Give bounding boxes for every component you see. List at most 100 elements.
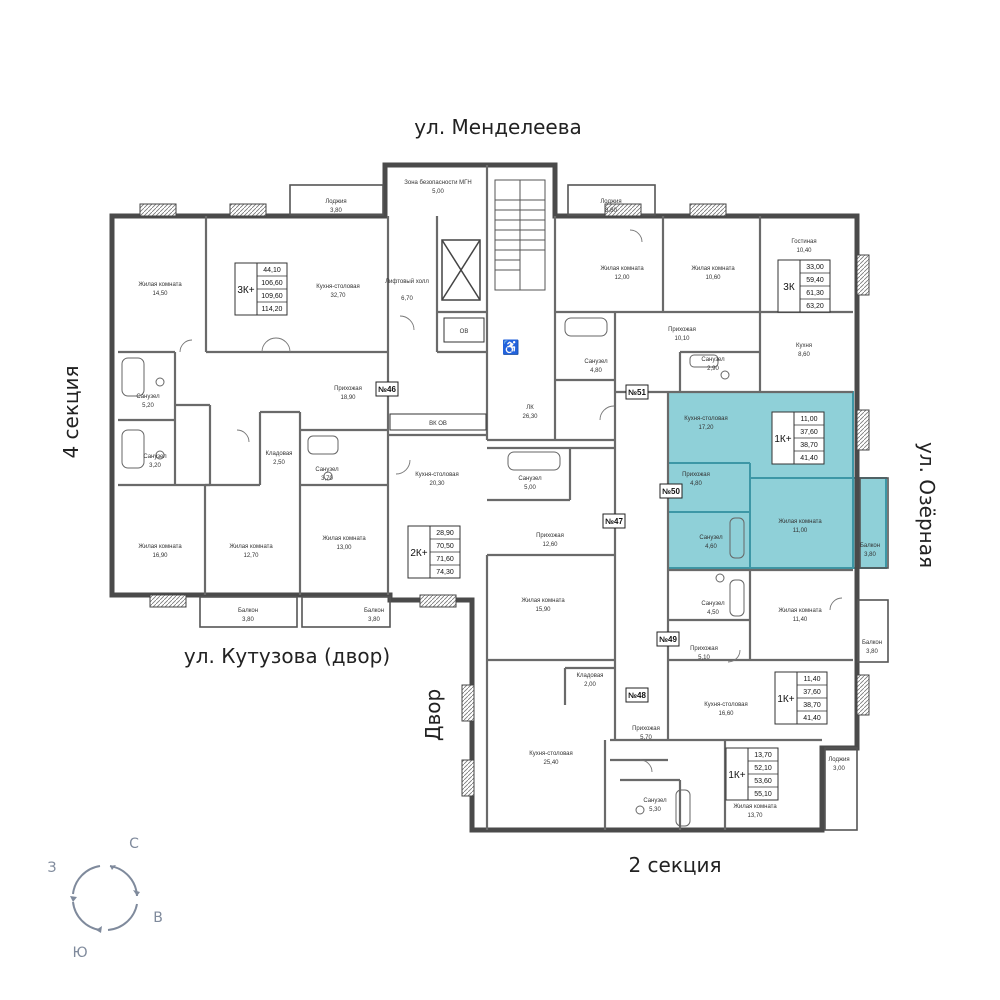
svg-text:13,70: 13,70	[747, 813, 763, 819]
svg-text:Прихожая: Прихожая	[668, 327, 696, 333]
svg-text:3,20: 3,20	[149, 463, 161, 469]
svg-text:5,30: 5,30	[649, 807, 661, 813]
svg-text:8,60: 8,60	[798, 352, 810, 358]
svg-text:53,60: 53,60	[754, 778, 772, 785]
svg-text:25,40: 25,40	[543, 760, 559, 766]
svg-text:3К: 3К	[783, 282, 795, 293]
svg-text:16,60: 16,60	[718, 711, 734, 717]
svg-text:55,10: 55,10	[754, 791, 772, 798]
ov-label: ОВ	[460, 329, 469, 335]
apt-number-49: №49	[659, 635, 677, 644]
svg-text:Кладовая: Кладовая	[266, 451, 293, 457]
svg-text:Гостиная: Гостиная	[791, 239, 816, 245]
apartment-table[interactable]: 1К+ 13,70 52,10 53,60 55,10	[725, 747, 779, 801]
apartment-table[interactable]: 2К+ 28,90 70,50 71,60 74,30	[407, 525, 461, 579]
room-label: Жилая комната 12,00	[600, 266, 644, 281]
svg-text:12,00: 12,00	[614, 275, 630, 281]
svg-text:10,40: 10,40	[796, 248, 812, 254]
apartment-table[interactable]: 3К 33,00 59,40 61,30 63,20	[777, 259, 831, 313]
elevator-shaft	[441, 239, 481, 301]
room-label: Жилая комната 16,90	[138, 544, 182, 559]
svg-text:32,70: 32,70	[330, 293, 346, 299]
svg-text:Санузел: Санузел	[315, 467, 339, 473]
svg-text:Кухня-столовая: Кухня-столовая	[684, 416, 728, 422]
room-label: Кухня-столовая 25,40	[529, 751, 573, 766]
svg-text:12,70: 12,70	[243, 553, 259, 559]
apartment-table[interactable]: 1К+ 11,40 37,60 38,70 41,40	[774, 671, 828, 725]
svg-text:41,40: 41,40	[803, 715, 821, 722]
svg-text:Санузел: Санузел	[136, 394, 160, 400]
apartment-table[interactable]: 3К+ 44,10 106,60 109,60 114,20	[234, 262, 288, 316]
svg-text:Санузел: Санузел	[701, 357, 725, 363]
svg-text:Санузел: Санузел	[518, 476, 542, 482]
svg-text:5,70: 5,70	[640, 735, 652, 741]
svg-text:Лоджия: Лоджия	[828, 757, 849, 763]
svg-text:26,30: 26,30	[522, 414, 538, 420]
svg-text:Прихожая: Прихожая	[536, 533, 564, 539]
svg-text:3,80: 3,80	[242, 617, 254, 623]
svg-text:74,30: 74,30	[436, 569, 454, 576]
svg-text:1К+: 1К+	[728, 770, 745, 781]
svg-text:Санузел: Санузел	[643, 798, 667, 804]
apartment-table[interactable]: 1К+ 11,00 37,60 38,70 41,40	[771, 411, 825, 465]
svg-text:4,60: 4,60	[705, 544, 717, 550]
svg-text:Санузел: Санузел	[143, 454, 167, 460]
street-east: ул. Озёрная	[915, 442, 939, 568]
svg-text:Жилая комната: Жилая комната	[322, 536, 366, 542]
svg-text:11,40: 11,40	[804, 676, 821, 683]
svg-text:71,60: 71,60	[436, 556, 454, 563]
svg-text:Жилая комната: Жилая комната	[600, 266, 644, 272]
compass-west: З	[48, 860, 57, 876]
room-label: Санузел 3,20	[143, 454, 167, 469]
room-label: Санузел 5,00	[518, 476, 542, 491]
svg-text:61,30: 61,30	[806, 290, 824, 297]
svg-text:38,70: 38,70	[800, 442, 818, 449]
staircase	[494, 179, 546, 291]
svg-text:16,90: 16,90	[152, 553, 168, 559]
room-label: Кухня-столовая 16,60	[704, 702, 748, 717]
svg-text:17,20: 17,20	[698, 425, 714, 431]
room-label: Кухня-столовая 17,20	[684, 416, 728, 431]
apt-number-48: №48	[628, 691, 646, 700]
svg-text:Прихожая: Прихожая	[690, 646, 718, 652]
svg-text:5,20: 5,20	[142, 403, 154, 409]
svg-text:1К+: 1К+	[774, 434, 791, 445]
svg-text:4,50: 4,50	[707, 610, 719, 616]
svg-text:Кухня-столовая: Кухня-столовая	[529, 751, 573, 757]
room-label: Санузел 5,20	[136, 394, 160, 409]
svg-text:5,00: 5,00	[524, 485, 536, 491]
svg-text:3,70: 3,70	[321, 476, 333, 482]
svg-text:41,40: 41,40	[800, 455, 818, 462]
svg-text:3,80: 3,80	[866, 649, 878, 655]
svg-text:Кухня-столовая: Кухня-столовая	[704, 702, 748, 708]
street-south: ул. Кутузова (двор)	[184, 644, 390, 668]
svg-text:Жилая комната: Жилая комната	[691, 266, 735, 272]
svg-text:12,60: 12,60	[542, 542, 558, 548]
apt-number-50: №50	[662, 487, 680, 496]
svg-text:11,00: 11,00	[793, 528, 808, 534]
svg-text:Кухня-столовая: Кухня-столовая	[316, 284, 360, 290]
svg-text:Жилая комната: Жилая комната	[138, 544, 182, 550]
svg-text:4,80: 4,80	[690, 481, 702, 487]
svg-text:2,90: 2,90	[707, 366, 719, 372]
svg-text:109,60: 109,60	[261, 293, 283, 300]
svg-text:3,80: 3,80	[368, 617, 380, 623]
room-label: Санузел 5,30	[643, 798, 667, 813]
utility-tags: ОВ ВК ОВ	[389, 317, 487, 431]
svg-text:38,70: 38,70	[803, 702, 821, 709]
svg-text:Кухня: Кухня	[796, 343, 812, 349]
apartment-numbers: №46 №51 №50 №47 №49 №48	[375, 381, 683, 703]
